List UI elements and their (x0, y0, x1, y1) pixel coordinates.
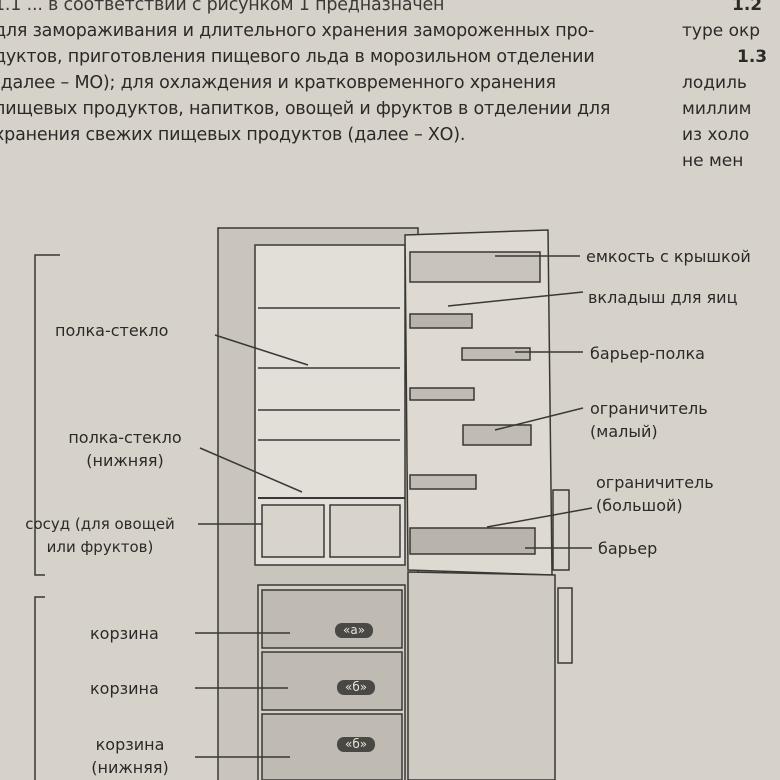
label-line: ограничитель (590, 399, 708, 418)
text-line: (далее – МО); для охлаждения и кратковре… (0, 73, 556, 93)
label-shelf-glass: полка-стекло (55, 321, 169, 340)
label-line: ограничитель (596, 473, 714, 492)
text-line: лодиль (682, 73, 747, 93)
text-line: не мен (682, 151, 744, 171)
basket-a (261, 589, 403, 649)
section-number: 1.2 (732, 0, 763, 15)
text-line: из холо (682, 125, 750, 145)
label-vegetable-vessel: сосуд (для овощей или фруктов) (10, 513, 190, 559)
side-column-text: 1.2 туре окр 1.3 лодиль миллим из холо н… (682, 0, 767, 174)
text-line: для замораживания и длительного хранения… (0, 21, 595, 41)
text-line: хранения свежих пищевых продуктов (далее… (0, 125, 466, 145)
basket-lower (261, 713, 403, 780)
text-line: пищевых продуктов, напитков, овощей и фр… (0, 99, 611, 119)
body-paragraph: 1.1 ... в соответствии с рисунком 1 пред… (0, 0, 674, 148)
label-line: (нижняя) (91, 758, 169, 777)
basket-tag-bg (337, 737, 375, 752)
vegetable-vessel (329, 504, 401, 558)
label-line: сосуд (для овощей (25, 515, 175, 533)
text-line: миллим (682, 99, 752, 119)
label-basket-lower: корзина (нижняя) (75, 733, 185, 779)
freezer-door (407, 571, 556, 780)
freezer-compartment-bracket (34, 596, 45, 780)
basket-tag-b-lower: «б» (345, 737, 368, 751)
label-line: (большой) (596, 496, 683, 515)
basket-tag-a: «а» (343, 623, 366, 637)
label-container-lid: емкость с крышкой (586, 247, 751, 266)
basket-tag-bg (335, 623, 373, 638)
text-line: туре окр (682, 21, 761, 41)
fridge-compartment-bracket (34, 254, 60, 576)
text-line: 1.1 ... в соответствии с рисунком 1 пред… (0, 0, 445, 15)
label-shelf-glass-lower: полка-стекло (нижняя) (45, 426, 205, 472)
section-number: 1.3 (737, 47, 768, 67)
label-basket-b: корзина (90, 679, 159, 698)
label-limiter-large: ограничитель (большой) (596, 471, 714, 517)
label-egg-insert: вкладыш для яиц (588, 288, 738, 307)
label-barrier: барьер (598, 539, 658, 558)
label-line: или фруктов) (46, 538, 154, 556)
basket-tag-bg (337, 680, 375, 695)
vegetable-vessel (261, 504, 325, 558)
label-line: полка-стекло (68, 428, 182, 447)
label-line: корзина (95, 735, 165, 754)
label-line: (малый) (590, 422, 658, 441)
label-barrier-shelf: барьер-полка (590, 344, 705, 363)
basket-tag-b: «б» (345, 680, 368, 694)
label-limiter-small: ограничитель (малый) (590, 397, 708, 443)
basket-b (261, 651, 403, 711)
text-line: дуктов, приготовления пищевого льда в мо… (0, 47, 595, 67)
label-basket-a: корзина (90, 624, 159, 643)
label-line: (нижняя) (86, 451, 164, 470)
